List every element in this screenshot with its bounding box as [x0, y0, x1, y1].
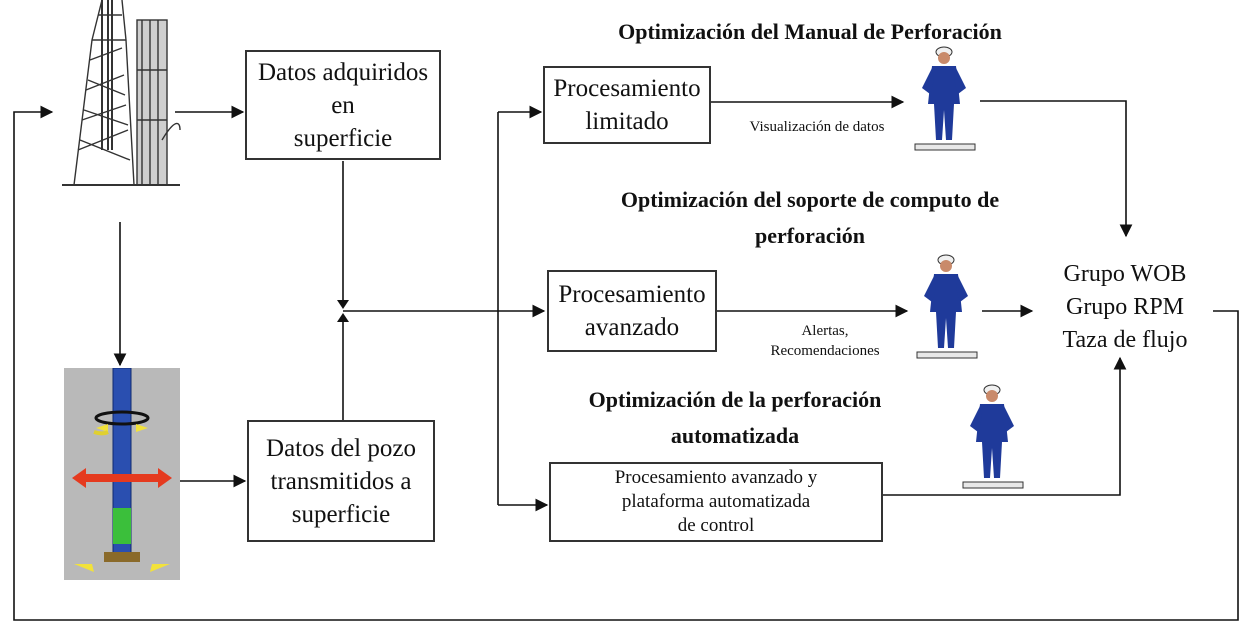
datos-pozo-line1: Datos del pozo — [266, 434, 416, 462]
proc-avanzado-line2: avanzado — [584, 314, 680, 341]
datos-superficie-line1: Datos adquiridos — [257, 58, 429, 86]
proc-limitado-line2: limitado — [585, 108, 669, 135]
datos-pozo-box: Datos del pozo transmitidos a superficie — [247, 420, 435, 542]
heading-automatizada-line1: Optimización de la perforación — [588, 387, 882, 412]
proc-limitado-line1: Procesamiento — [553, 75, 701, 102]
feedback-loop-line — [13, 105, 1239, 621]
worker-icon — [958, 382, 1028, 494]
downhole-tool-icon — [64, 367, 180, 580]
worker-icon — [912, 252, 982, 364]
automatizado-to-outputs-arrow — [883, 356, 1127, 496]
worker-icon — [910, 44, 980, 156]
datos-pozo-line2: transmitidos a — [270, 467, 412, 495]
heading-soporte-line2: perforación — [755, 223, 865, 248]
drilling-rig-icon — [62, 0, 182, 190]
output-wob: Grupo WOB — [1063, 261, 1187, 287]
control-outputs: Grupo WOB Grupo RPM Taza de flujo — [1040, 258, 1210, 357]
datos-pozo-line3: superficie — [291, 500, 391, 528]
alertas-label-line2: Recomendaciones — [770, 343, 880, 359]
output-rpm: Grupo RPM — [1065, 294, 1185, 320]
datos-superficie-line3: superficie — [293, 124, 393, 152]
datos-superficie-box: Datos adquiridos en superficie — [245, 50, 441, 160]
junction-bowtie — [337, 300, 349, 322]
output-flujo: Taza de flujo — [1062, 327, 1188, 353]
proc-automatizado-line2: plataforma automatizada — [621, 491, 811, 512]
proc-limitado-box: Procesamiento limitado — [543, 66, 711, 144]
proc-automatizado-box: Procesamiento avanzado y plataforma auto… — [549, 462, 883, 542]
proc-automatizado-line3: de control — [677, 515, 755, 536]
proc-avanzado-line1: Procesamiento — [558, 281, 706, 308]
heading-automatizada-line2: automatizada — [670, 423, 800, 448]
proc-avanzado-box: Procesamiento avanzado — [547, 270, 717, 352]
proc-automatizado-line1: Procesamiento avanzado y — [614, 467, 818, 488]
visualizacion-label: Visualización de datos — [749, 119, 885, 135]
alertas-label-line1: Alertas, — [801, 323, 849, 339]
heading-soporte-line1: Optimización del soporte de computo de — [620, 187, 1000, 212]
datos-superficie-line2: en — [331, 91, 355, 119]
heading-manual: Optimización del Manual de Perforación — [618, 19, 1002, 44]
operator1-to-outputs-arrow — [980, 100, 1133, 238]
